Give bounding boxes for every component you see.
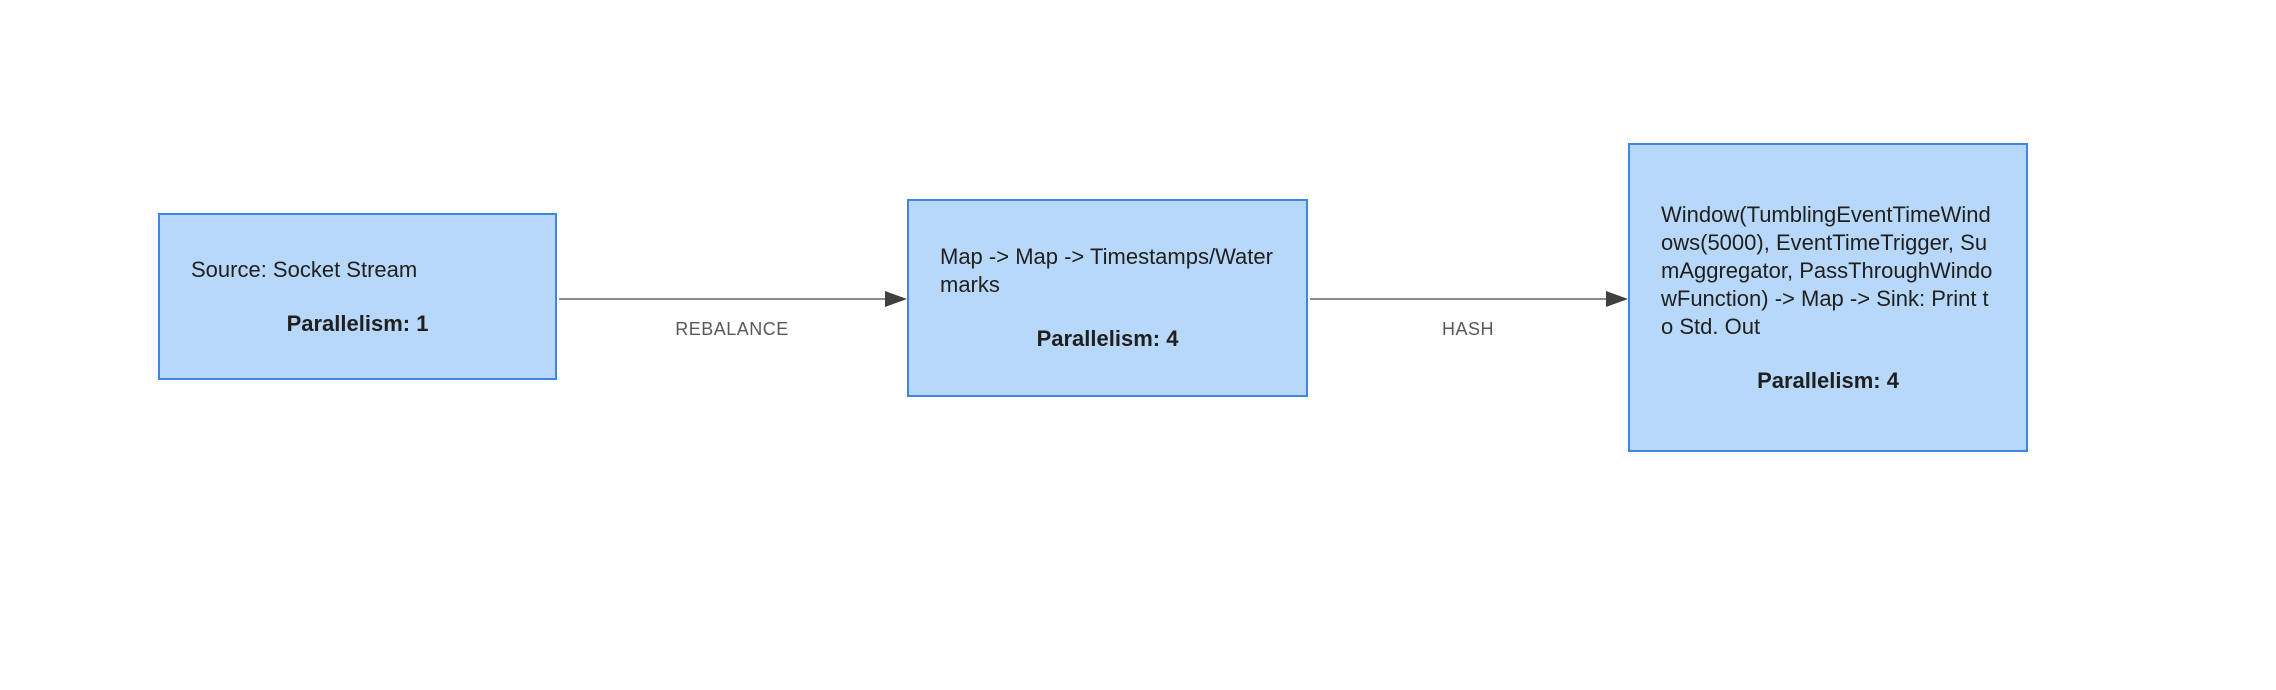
- job-node-source[interactable]: Source: Socket Stream Parallelism: 1: [158, 213, 557, 380]
- node-parallelism-label: Parallelism: 4: [1036, 326, 1179, 351]
- edge-rebalance-line: [559, 298, 887, 300]
- node-name-label: Map -> Map -> Timestamps/Watermarks: [940, 244, 1273, 297]
- edge-rebalance-label: REBALANCE: [675, 319, 789, 339]
- job-node-map-chain[interactable]: Map -> Map -> Timestamps/Watermarks Para…: [907, 199, 1308, 397]
- node-parallelism-label: Parallelism: 1: [286, 310, 429, 336]
- arrowhead-icon: [1606, 291, 1628, 307]
- edge-hash-line: [1310, 298, 1608, 300]
- job-node-window-sink[interactable]: Window(TumblingEventTimeWindows(5000), E…: [1628, 143, 2028, 452]
- edge-hash-label: HASH: [1441, 319, 1494, 339]
- arrowhead-icon: [885, 291, 907, 307]
- node-name-label: Window(TumblingEventTimeWindows(5000), E…: [1661, 201, 1993, 339]
- node-parallelism-label: Parallelism: 4: [1757, 367, 1899, 393]
- node-name-label: Source: Socket Stream: [191, 256, 418, 282]
